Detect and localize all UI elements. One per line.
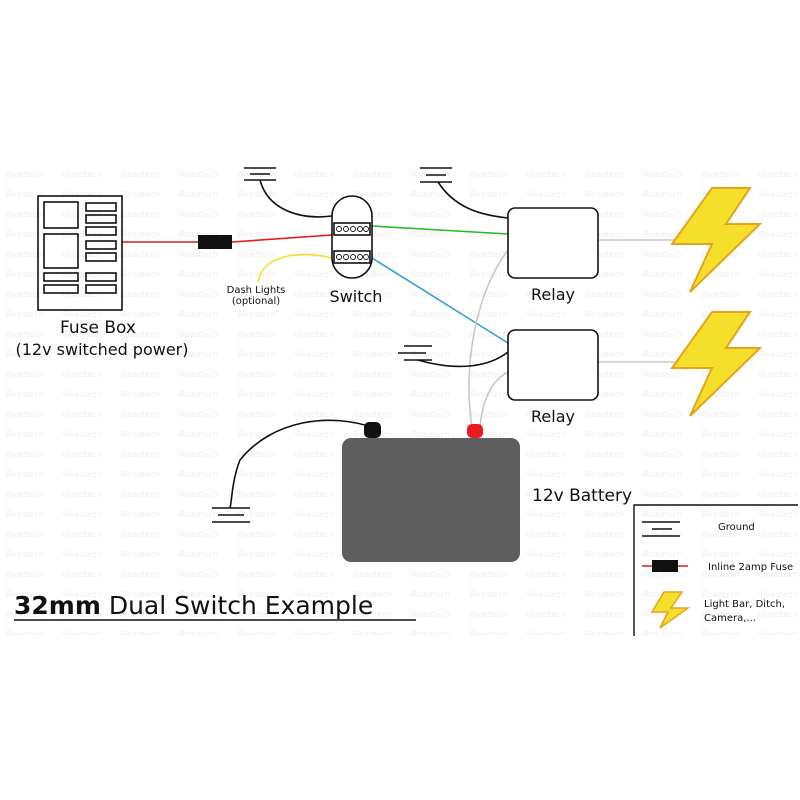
legend-load-label-line1: Light Bar, Ditch,: [704, 599, 785, 610]
wire-green-switch-to-relay1: [371, 225, 509, 235]
wires: [122, 179, 688, 509]
fuse-box: [37, 195, 123, 311]
fuse-box-sublabel: (12v switched power): [15, 340, 188, 359]
wire-gray-battery-to-relay2: [479, 371, 509, 429]
ground-symbol-icon: [244, 167, 276, 181]
ground-symbol-icon: [398, 345, 432, 361]
diagram-title: 32mm Dual Switch Example: [14, 591, 373, 620]
wire-gray-battery-to-relay1: [468, 249, 509, 429]
dash-lights-label: Dash Lights: [227, 285, 286, 296]
wire-ground-switch: [259, 179, 333, 218]
fuse-box-label: Fuse Box: [60, 318, 136, 338]
dash-lights-sublabel: (optional): [232, 296, 280, 307]
legend: Ground Inline 2amp Fuse Light Bar, Ditch…: [633, 504, 798, 636]
switch-terminals: [336, 226, 369, 260]
relay-2: [507, 329, 599, 401]
ground-symbol-icon: [212, 507, 250, 523]
wire-blue-switch-to-relay2: [371, 257, 509, 344]
wire-ground-battery: [229, 419, 375, 509]
legend-fuse-label: Inline 2amp Fuse: [708, 562, 793, 573]
legend-load-label-line2: Camera,...: [704, 613, 756, 624]
wire-red-fuse-to-switch: [231, 234, 333, 243]
relay-2-label: Relay: [531, 407, 575, 426]
switch: [331, 195, 373, 279]
wire-yellow-dash-lights: [257, 253, 333, 283]
lightning-bolt-icon: [670, 187, 763, 293]
title-rest: Dual Switch Example: [101, 591, 373, 620]
inline-fuse-icon: [198, 235, 232, 249]
lightning-bolt-icon: [670, 311, 763, 417]
inline-fuse-icon: [652, 560, 678, 572]
switch-label: Switch: [330, 287, 383, 306]
wire-ground-relay2: [417, 351, 509, 368]
battery-label: 12v Battery: [532, 486, 632, 506]
legend-ground-label: Ground: [718, 522, 755, 533]
title-bold: 32mm: [14, 591, 101, 620]
relay-1-label: Relay: [531, 285, 575, 304]
ground-symbol-icon: [420, 167, 452, 183]
relay-1: [507, 207, 599, 279]
battery: [342, 438, 520, 562]
lightning-bolt-icon: [650, 591, 691, 629]
battery-positive-terminal: [467, 424, 483, 438]
battery-negative-terminal: [364, 422, 381, 438]
ground-symbol-icon: [642, 521, 680, 537]
wire-ground-relay1: [437, 181, 509, 219]
